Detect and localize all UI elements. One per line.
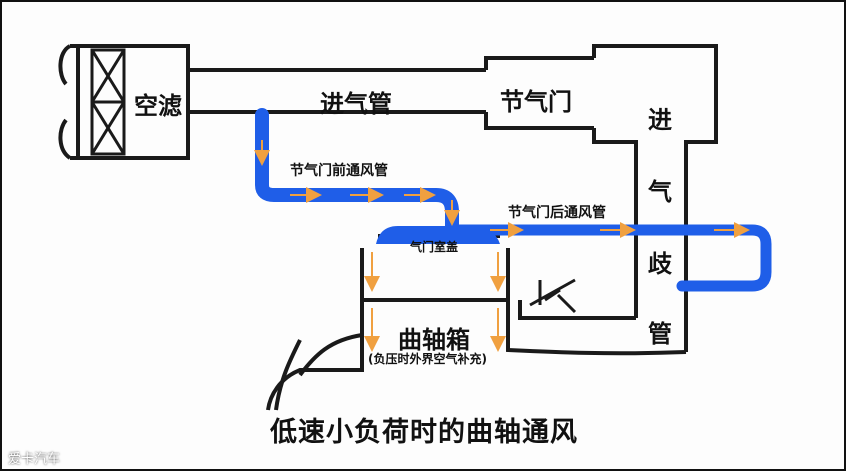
crankcase-note: (负压时外界空气补充) — [368, 352, 487, 366]
throttle-body — [484, 56, 594, 130]
watermark: 爱卡汽车 — [8, 452, 61, 467]
flow-arrows — [254, 140, 750, 352]
intake-pipe-label: 进气管 — [320, 90, 392, 118]
crankcase-label: 曲轴箱 — [398, 326, 470, 354]
valve-cover-fill — [376, 226, 500, 244]
filter-element — [90, 48, 126, 156]
diagram-title: 低速小负荷时的曲轴通风 — [270, 417, 578, 448]
rear-vent-loop — [686, 226, 752, 290]
pcv-valve — [529, 278, 577, 314]
throttle-label: 节气门 — [500, 88, 572, 116]
manifold-char-3: 歧 — [648, 250, 672, 278]
engine-block — [266, 234, 687, 411]
air-filter-label: 空滤 — [134, 92, 182, 120]
intake-pipe — [188, 68, 486, 114]
rear-vent-label: 节气门后通风管 — [508, 205, 606, 221]
manifold-char-1: 进 — [648, 106, 672, 134]
valve-cover-label: 气门室盖 — [410, 240, 459, 254]
manifold-char-4: 管 — [648, 320, 672, 348]
front-vent-label: 节气门前通风管 — [290, 163, 388, 179]
air-filter-housing — [58, 44, 190, 160]
manifold-char-2: 气 — [648, 178, 672, 206]
